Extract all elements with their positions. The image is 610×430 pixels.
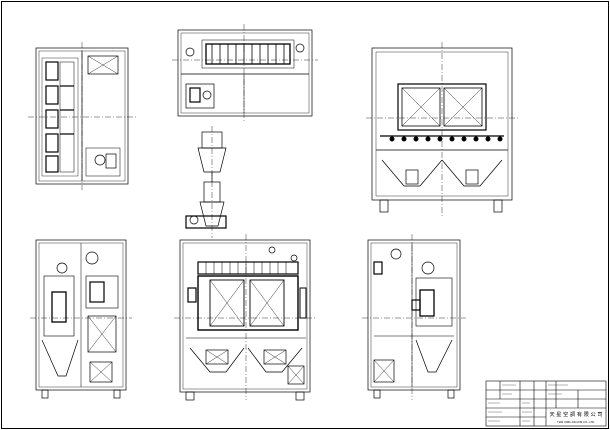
top-view-center <box>172 24 318 122</box>
side-view-left-lower <box>30 239 132 399</box>
side-view-right-upper <box>366 42 518 216</box>
front-view-center <box>174 234 316 401</box>
company-name-en: TIAN XING AIR-CON CO., LTD. <box>557 420 595 424</box>
title-block: 天 星 空 調 有 限 公 司 TIAN XING AIR-CON CO., L… <box>485 380 607 427</box>
top-view-left <box>28 42 136 190</box>
company-name: 天 星 空 調 有 限 公 司 <box>549 410 602 418</box>
side-view-right-lower <box>362 234 466 400</box>
cyclone-separator <box>185 126 227 238</box>
